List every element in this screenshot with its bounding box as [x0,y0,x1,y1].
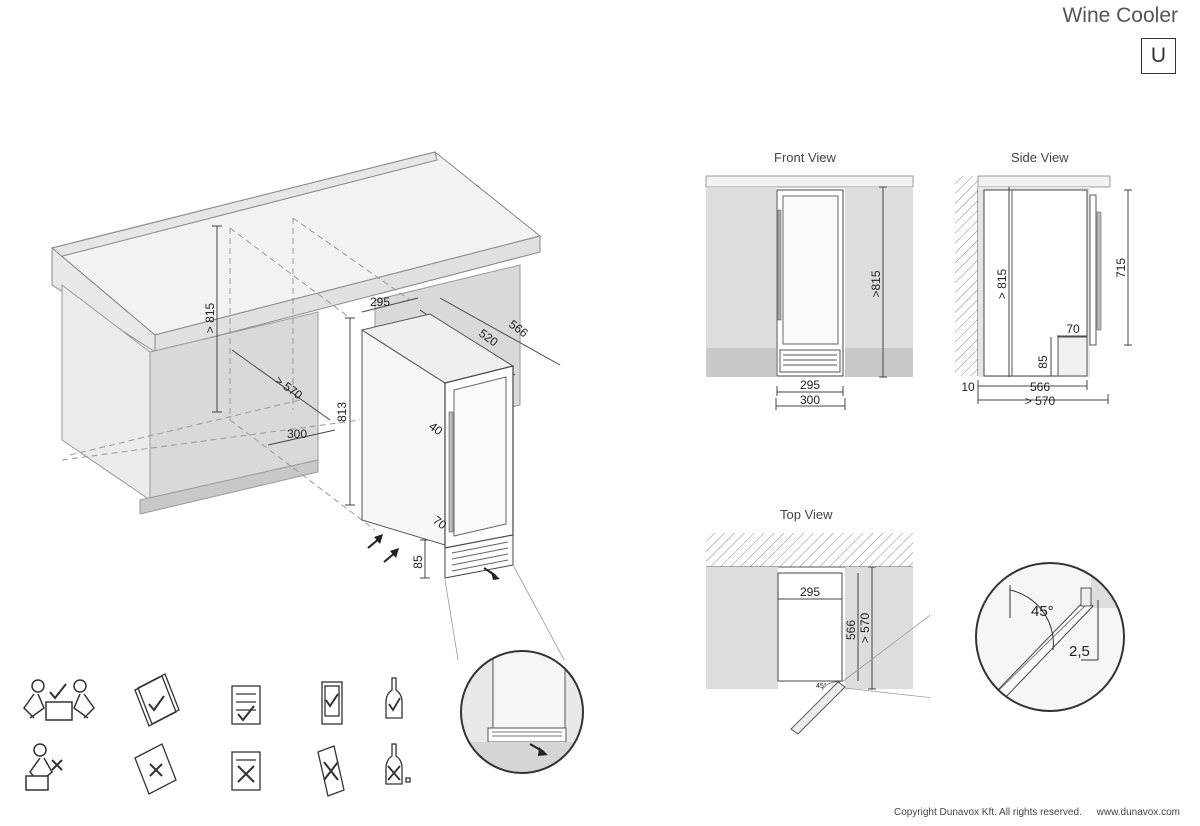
niche-outline [61,217,411,531]
side-view-title: Side View [1011,150,1069,165]
top-dim-566: 566 [844,620,858,640]
cooler-door-glass [453,376,507,537]
two-person-lift-check-icon [23,679,95,721]
bottle-cross-icon [385,743,411,785]
front-view-title: Front View [774,150,836,165]
iso-dim-85: 85 [411,555,425,569]
vent-detail-magnifier [460,650,584,774]
handling-pictograms [23,673,411,797]
top-dim-570: > 570 [858,612,872,643]
side-dim-85: 85 [1036,355,1050,369]
left-cabinet-plinth [139,459,319,515]
iso-dim-295: 295 [370,295,390,309]
cooler-upright-check-icon [321,681,343,725]
side-dim-715: 715 [1114,258,1128,278]
iso-dim-813: 813 [335,402,349,422]
top-gap-label: 2,5 [1069,643,1090,660]
side-dim-570: > 570 [1025,394,1056,408]
page-title: Wine Cooler [1062,4,1178,27]
copyright-footer: Copyright Dunavox Kft. All rights reserv… [894,807,1180,818]
front-dim-295: 295 [800,378,820,392]
front-dim-815: >815 [869,270,883,297]
side-dim-566: 566 [1030,380,1050,394]
top-open-door [790,681,846,735]
variant-badge: U [1141,38,1176,74]
top-angle-label: 45° [1031,603,1054,620]
top-cooler-body [777,572,843,682]
top-view-title: Top View [780,507,833,522]
copyright-text: Copyright Dunavox Kft. All rights reserv… [893,807,1082,818]
bottle-check-icon [385,677,403,719]
isometric-installation-diagram: > 815 > 570 300 295 520 566 813 40 70 85 [50,151,565,660]
website-text: www.dunavox.com [1096,807,1180,818]
top-view-diagram: 295 566 > 570 45° [706,533,930,735]
side-view-diagram: 715 > 815 70 85 10 566 > 570 [955,175,1132,408]
shelf-layout-cross-icon [231,751,261,791]
side-wall-hatch [955,176,978,376]
side-dim-10: 10 [961,380,975,394]
airflow-arrows [367,534,500,580]
detail-guide-lines [444,564,565,660]
manual-check-icon [134,673,180,727]
side-dim-815: > 815 [995,268,1009,299]
top-angle-small: 45° [816,682,827,690]
front-view-diagram: >815 295 300 [705,175,914,410]
manual-cross-icon [134,743,177,795]
shelf-layout-check-icon [231,685,261,725]
door-handle [448,411,454,533]
top-detail-guide-lines [841,614,930,699]
single-person-lift-cross-icon [25,743,63,791]
iso-dim-300: 300 [287,427,307,441]
top-wall-hatch [706,533,913,567]
front-door-handle [777,209,782,321]
front-dim-300: 300 [800,393,820,407]
top-dim-295: 295 [800,585,820,599]
vent-slots [451,541,509,572]
hinge-detail-magnifier: 45° 2,5 [975,562,1125,712]
side-dim-70: 70 [1066,322,1080,336]
iso-dim-815: > 815 [203,302,217,333]
cooler-tilted-cross-icon [317,745,345,797]
